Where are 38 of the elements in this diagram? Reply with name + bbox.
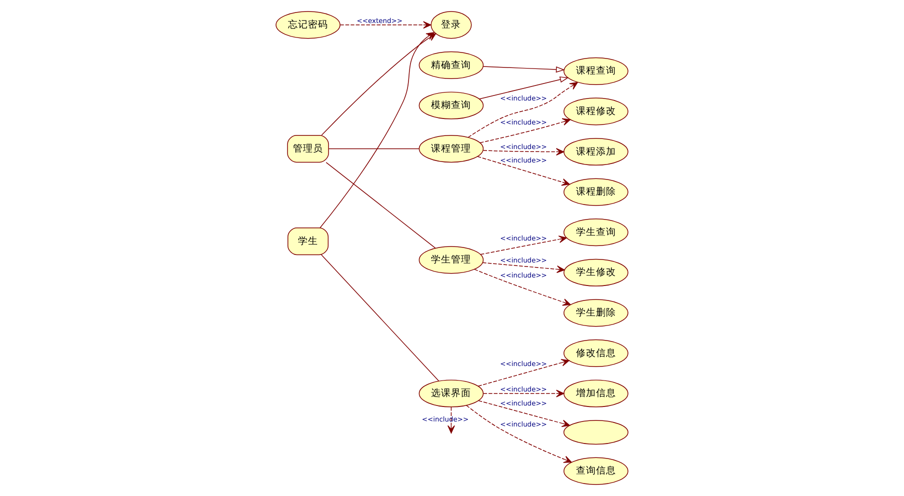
- node-ellipse: 修改信息: [564, 339, 628, 367]
- node-ellipse: 课程添加: [564, 138, 628, 166]
- node-ellipse: 学生修改: [564, 258, 628, 286]
- node-ellipse: 学生查询: [564, 218, 628, 246]
- arrow: [466, 405, 572, 463]
- node-ellipse: 选课界面: [418, 380, 484, 408]
- node-ellipse: 忘记密码: [276, 11, 340, 39]
- arrow: [482, 262, 565, 273]
- arrow: [478, 400, 570, 428]
- connector: [320, 254, 440, 382]
- connector: [328, 148, 420, 150]
- node-box: 学生: [288, 227, 329, 256]
- connector: [326, 162, 436, 248]
- arrow: [478, 76, 569, 100]
- arrow: [468, 82, 578, 138]
- arrow: [483, 390, 564, 398]
- arrow: [480, 236, 567, 255]
- arrow: [340, 21, 432, 29]
- node-ellipse: 课程修改: [564, 98, 628, 126]
- node-ellipse: 增加信息: [564, 380, 628, 408]
- arrow: [482, 148, 564, 156]
- arrow: [477, 156, 570, 186]
- node-ellipse: [563, 420, 628, 445]
- arrow: [320, 32, 434, 228]
- arrow: [474, 268, 571, 306]
- node-ellipse: 课程删除: [564, 178, 628, 206]
- node-box: 管理员: [287, 134, 329, 163]
- node-ellipse: 课程查询: [564, 57, 628, 85]
- node-ellipse: 学生管理: [418, 246, 484, 274]
- arrow: [483, 66, 565, 73]
- node-ellipse: 精确查询: [418, 51, 484, 79]
- node-ellipse: 课程管理: [418, 134, 484, 163]
- node-ellipse: 登录: [430, 11, 472, 39]
- arrow: [478, 358, 570, 386]
- arrow: [480, 118, 571, 144]
- node-ellipse: 学生删除: [564, 299, 628, 327]
- node-ellipse: 模糊查询: [418, 92, 484, 120]
- node-ellipse: 查询信息: [564, 457, 628, 485]
